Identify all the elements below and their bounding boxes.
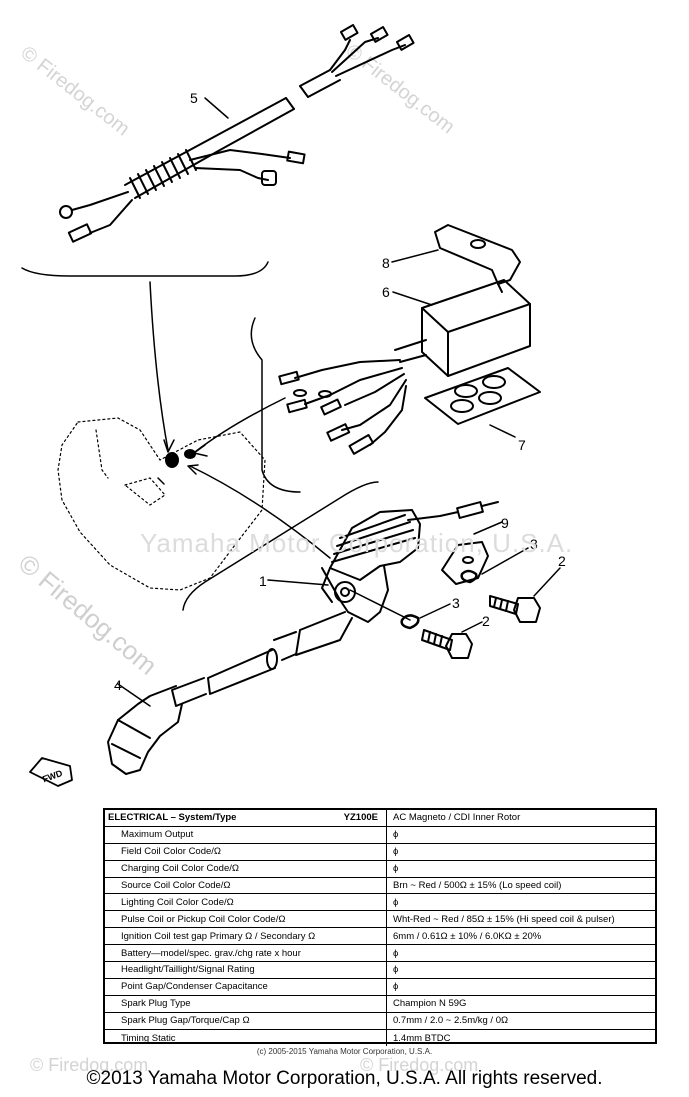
- spec-row: Source Coil Color Code/Ω Brn ~ Red / 500Ω…: [105, 877, 655, 895]
- spec-row-label: Headlight/Taillight/Signal Rating: [105, 962, 387, 978]
- callout-8: 8: [382, 255, 390, 271]
- spec-row-label: Timing Static: [105, 1029, 387, 1047]
- spec-row-value: ϕ: [393, 947, 399, 959]
- spec-row-label: Point Gap/Condenser Capacitance: [105, 978, 387, 995]
- spec-row-label: Lighting Coil Color Code/Ω: [105, 894, 387, 911]
- spec-row-value: ϕ: [393, 964, 399, 976]
- spec-row: Battery—model/spec. grav./chg rate x hou…: [105, 945, 655, 963]
- spec-table-header: ELECTRICAL – System/Type YZ100E AC Magne…: [105, 810, 655, 827]
- rubber-damper[interactable]: [424, 367, 541, 425]
- spec-row-label: Spark Plug Gap/Torque/Cap Ω: [105, 1012, 387, 1029]
- spec-row: Lighting Coil Color Code/Ω ϕ: [105, 894, 655, 912]
- callout-1: 1: [259, 573, 267, 589]
- spec-header-label: ELECTRICAL – System/Type: [108, 812, 237, 824]
- spec-row-value: 1.4mm BTDC: [393, 1032, 451, 1044]
- spec-row-value: ϕ: [393, 829, 399, 841]
- spec-row: Point Gap/Condenser Capacitance ϕ: [105, 978, 655, 996]
- callout-4: 4: [114, 677, 122, 693]
- lead-terminal[interactable]: [441, 541, 489, 585]
- spec-row-value: Champion N 59G: [393, 998, 467, 1010]
- cdi-leads: [278, 359, 407, 455]
- footer-copyright: ©2013 Yamaha Motor Corporation, U.S.A. A…: [86, 1068, 603, 1089]
- washer-lower[interactable]: [400, 614, 420, 630]
- cdi-bracket[interactable]: [434, 224, 521, 293]
- callout-3-upper: 3: [530, 536, 538, 552]
- spec-row-label: Ignition Coil test gap Primary Ω / Secon…: [105, 928, 387, 945]
- spec-row-label: Source Coil Color Code/Ω: [105, 877, 387, 894]
- fwd-label: FWD: [41, 768, 64, 785]
- spec-row: Headlight/Taillight/Signal Rating ϕ: [105, 962, 655, 979]
- spec-row-label: Battery—model/spec. grav./chg rate x hou…: [105, 945, 387, 962]
- bolt-upper[interactable]: [489, 595, 541, 623]
- spec-row-value: ϕ: [393, 863, 399, 875]
- frame-outline: [57, 417, 266, 591]
- spec-row-value: ϕ: [393, 896, 399, 908]
- spec-row-value: Brn ~ Red / 500Ω ± 15% (Lo speed coil): [393, 880, 562, 891]
- callout-2-upper: 2: [558, 553, 566, 569]
- spec-row-value: 6mm / 0.61Ω ± 10% / 6.0KΩ ± 20%: [393, 930, 542, 942]
- spec-row: Field Coil Color Code/Ω ϕ: [105, 843, 655, 861]
- callout-9: 9: [501, 515, 509, 531]
- spec-row: Pulse Coil or Pickup Coil Color Code/Ω Wh…: [105, 911, 655, 929]
- fwd-arrow-icon: [29, 757, 73, 787]
- spec-row-value: ϕ: [393, 981, 399, 993]
- callout-2-lower: 2: [482, 613, 490, 629]
- spec-row-label: Charging Coil Color Code/Ω: [105, 860, 387, 877]
- bolt-lower[interactable]: [421, 629, 473, 659]
- spec-row: Timing Static 1.4mm BTDC: [105, 1029, 655, 1047]
- electrical-parts-diagram: 5 8 6 7 1 9 3 2 3 2 4 FWD: [21, 24, 566, 787]
- callout-3-lower: 3: [452, 595, 460, 611]
- wire-harness[interactable]: [59, 24, 415, 243]
- callout-5: 5: [190, 90, 198, 106]
- spec-row: Spark Plug Type Champion N 59G: [105, 995, 655, 1013]
- spec-row: Maximum Output ϕ: [105, 826, 655, 844]
- spec-header-value: AC Magneto / CDI Inner Rotor: [393, 812, 521, 824]
- callout-6: 6: [382, 284, 390, 300]
- table-copyright: (c) 2005-2015 Yamaha Motor Corporation, …: [256, 1047, 433, 1056]
- connector-blob: [165, 452, 179, 468]
- spec-row: Ignition Coil test gap Primary Ω / Secon…: [105, 928, 655, 946]
- spec-row-value: 0.7mm / 2.0 ~ 2.5m/kg / 0Ω: [393, 1015, 509, 1027]
- spec-row-label: Pulse Coil or Pickup Coil Color Code/Ω: [105, 911, 387, 928]
- electrical-spec-table: ELECTRICAL – System/Type YZ100E AC Magne…: [103, 808, 657, 1047]
- spec-row: Charging Coil Color Code/Ω ϕ: [105, 860, 655, 878]
- spark-plug-cap[interactable]: [107, 677, 207, 775]
- spec-row-label: Maximum Output: [105, 826, 387, 843]
- spec-row-value: Wht-Red ~ Red / 85Ω ± 15% (Hi speed coil…: [393, 913, 615, 925]
- spec-row: Spark Plug Gap/Torque/Cap Ω 0.7mm / 2.0 ~…: [105, 1012, 655, 1030]
- spec-row-label: Field Coil Color Code/Ω: [105, 843, 387, 860]
- washer-upper[interactable]: [460, 569, 478, 584]
- cdi-unit[interactable]: [394, 279, 531, 377]
- ignition-coil[interactable]: [207, 501, 499, 695]
- spec-row-label: Spark Plug Type: [105, 995, 387, 1012]
- spec-row-value: ϕ: [393, 846, 399, 858]
- callout-7: 7: [518, 437, 526, 453]
- spec-model: YZ100E: [343, 812, 378, 824]
